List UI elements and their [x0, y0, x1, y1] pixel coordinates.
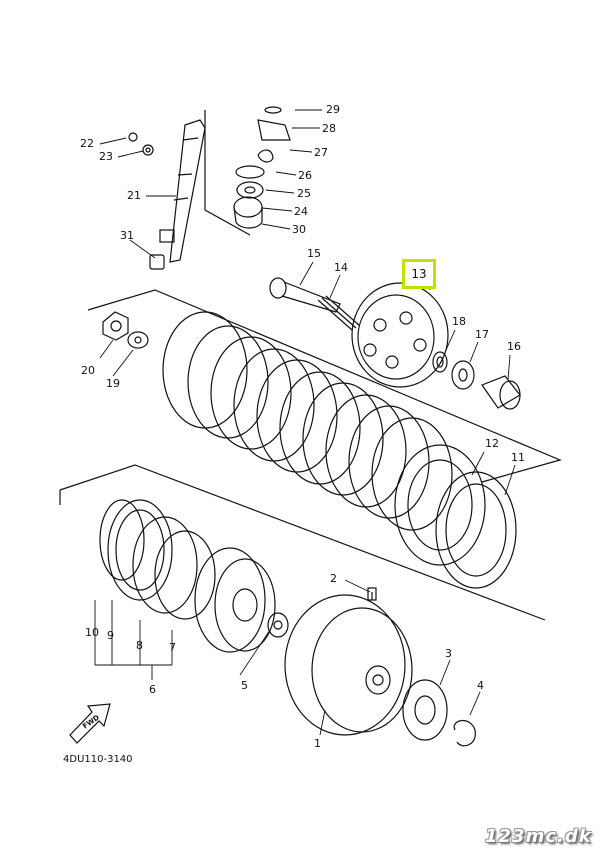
part-number-18[interactable]: 18 — [452, 315, 466, 328]
part-number-5[interactable]: 5 — [241, 679, 248, 692]
push-rod-assembly — [128, 110, 251, 270]
part-number-19[interactable]: 19 — [106, 377, 120, 390]
part-number-25[interactable]: 25 — [297, 187, 311, 200]
part-number-21[interactable]: 21 — [127, 189, 141, 202]
part-number-15[interactable]: 15 — [307, 247, 321, 260]
nut-and-washer — [102, 311, 149, 349]
part-number-30[interactable]: 30 — [292, 223, 306, 236]
part-number-7[interactable]: 7 — [169, 641, 176, 654]
part-number-28[interactable]: 28 — [322, 122, 336, 135]
part-number-13-text: 13 — [411, 267, 427, 281]
gear-and-circlip — [402, 679, 476, 747]
part-number-4[interactable]: 4 — [477, 679, 484, 692]
part-number-12[interactable]: 12 — [485, 437, 499, 450]
push-rod-end-parts — [432, 351, 521, 410]
catalog-code: 4DU110-3140 — [63, 754, 133, 765]
watermark-logo: 123mc.dk — [485, 826, 592, 847]
part-number-17[interactable]: 17 — [475, 328, 489, 341]
bolt-and-spring — [269, 277, 361, 331]
clutch-plates-stack — [162, 311, 517, 589]
part-number-1[interactable]: 1 — [314, 737, 321, 750]
clutch-housing — [284, 587, 413, 736]
part-number-22[interactable]: 22 — [80, 137, 94, 150]
part-number-3[interactable]: 3 — [445, 647, 452, 660]
part-number-23[interactable]: 23 — [99, 150, 113, 163]
clutch-boss-assembly — [99, 499, 289, 653]
fwd-arrow-icon — [69, 703, 111, 744]
part-number-2[interactable]: 2 — [330, 572, 337, 585]
part-number-29[interactable]: 29 — [326, 103, 340, 116]
pressure-plate — [351, 282, 449, 388]
part-number-6[interactable]: 6 — [149, 683, 156, 696]
part-number-24[interactable]: 24 — [294, 205, 308, 218]
release-lever-parts — [233, 106, 291, 229]
part-number-13-highlighted[interactable]: 13 — [402, 259, 436, 289]
part-number-10[interactable]: 10 — [85, 626, 99, 639]
part-number-27[interactable]: 27 — [314, 146, 328, 159]
part-number-9[interactable]: 9 — [107, 629, 114, 642]
part-number-11[interactable]: 11 — [511, 451, 525, 464]
part-number-31[interactable]: 31 — [120, 229, 134, 242]
part-number-20[interactable]: 20 — [81, 364, 95, 377]
part-number-16[interactable]: 16 — [507, 340, 521, 353]
part-number-26[interactable]: 26 — [298, 169, 312, 182]
part-number-8[interactable]: 8 — [136, 639, 143, 652]
part-number-14[interactable]: 14 — [334, 261, 348, 274]
pressure-plate-group-frame — [59, 289, 562, 621]
